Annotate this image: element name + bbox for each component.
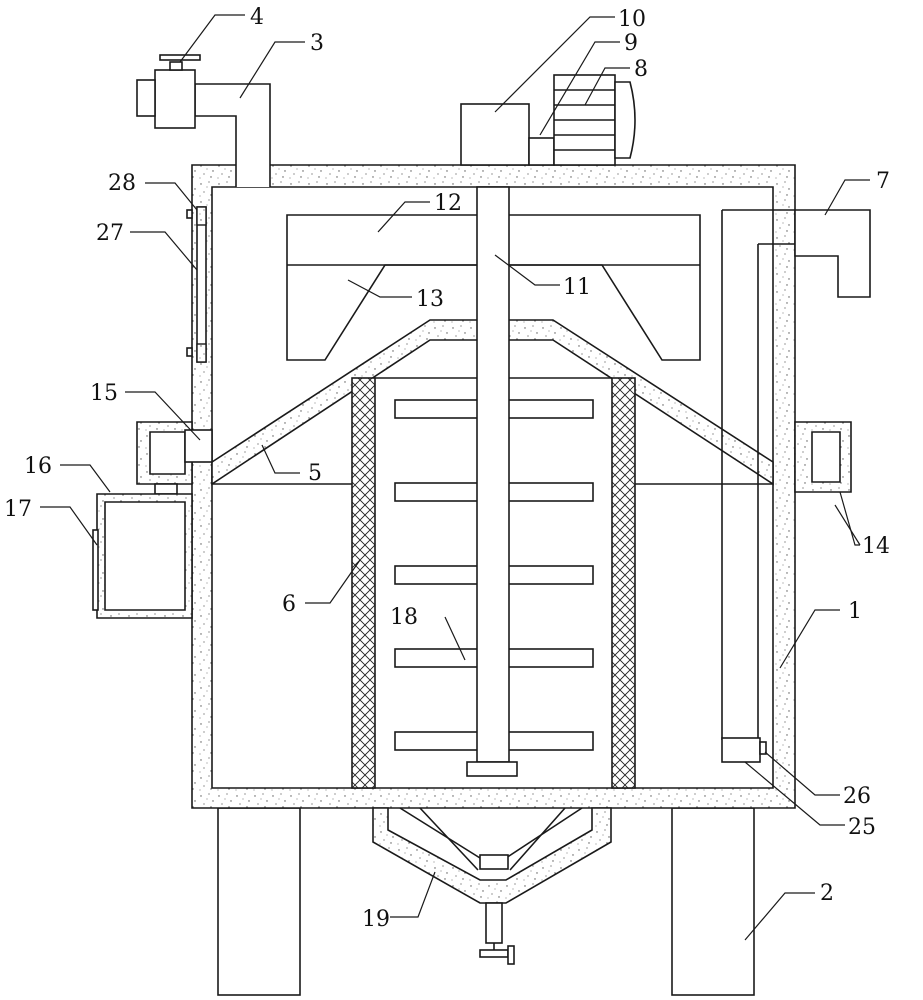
label-16: 16 [24, 454, 52, 479]
feed-pipe [136, 54, 271, 187]
label-6: 6 [282, 592, 296, 617]
label-17: 17 [4, 497, 32, 522]
left-side-assembly [92, 421, 213, 619]
label-7: 7 [876, 169, 890, 194]
label-11: 11 [563, 275, 591, 300]
leader-lines [40, 14, 870, 941]
label-9: 9 [624, 31, 638, 56]
label-1: 1 [848, 599, 862, 624]
motor-assembly [460, 74, 636, 166]
right-side-box [794, 421, 852, 493]
label-10: 10 [618, 7, 646, 32]
sight-window [186, 206, 207, 363]
stirring-blades [394, 399, 594, 751]
label-18: 18 [390, 605, 418, 630]
label-26: 26 [843, 784, 871, 809]
label-2: 2 [820, 881, 834, 906]
label-25: 25 [848, 815, 876, 840]
part-labels: 4 3 10 9 8 7 28 27 12 13 11 15 5 16 17 1… [4, 5, 890, 932]
sloped-plate [211, 319, 774, 486]
label-8: 8 [634, 57, 648, 82]
central-shaft [466, 186, 518, 777]
label-19: 19 [362, 907, 390, 932]
label-5: 5 [308, 461, 322, 486]
label-27: 27 [96, 221, 124, 246]
support-legs [217, 807, 755, 996]
bottom-hopper [372, 807, 612, 965]
label-15: 15 [90, 381, 118, 406]
label-4: 4 [250, 5, 264, 30]
outlet-pipe [721, 209, 871, 763]
label-28: 28 [108, 171, 136, 196]
label-3: 3 [310, 31, 324, 56]
label-14: 14 [862, 534, 890, 559]
label-12: 12 [434, 191, 462, 216]
label-13: 13 [416, 287, 444, 312]
